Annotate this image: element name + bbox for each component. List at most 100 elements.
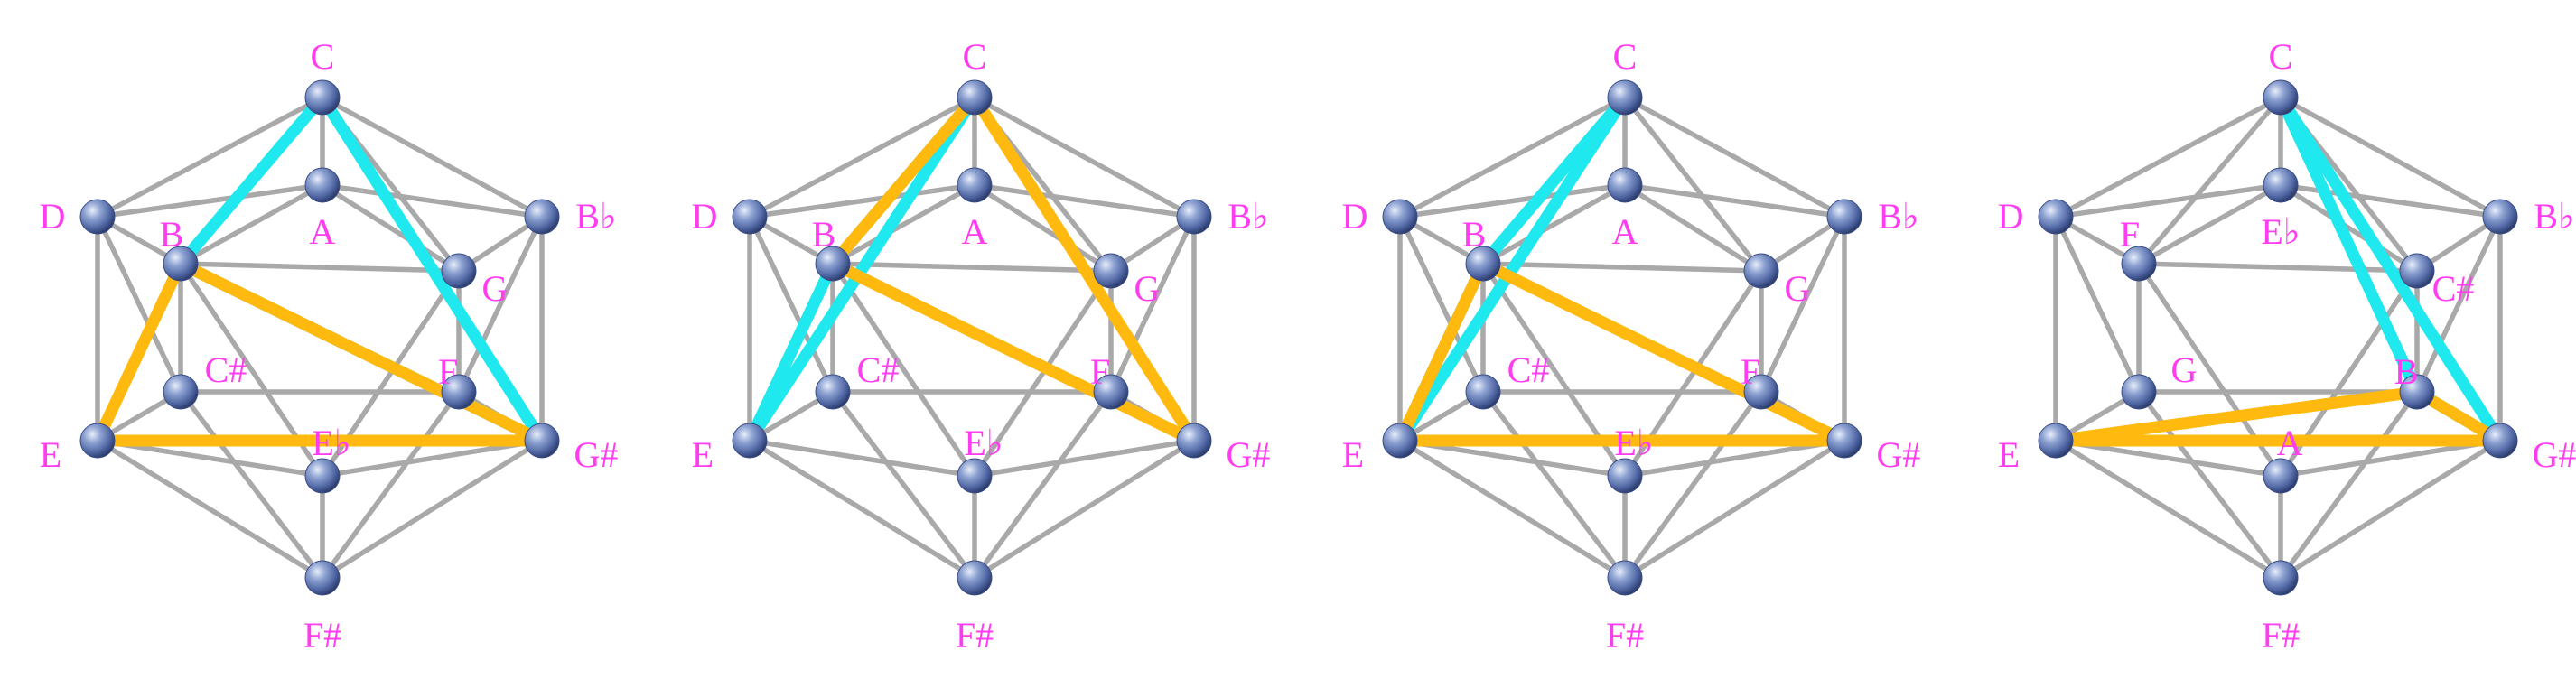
orange-triangle-edge (968, 91, 1200, 447)
pitch-node (2399, 374, 2435, 410)
graph-edge (1397, 214, 1486, 395)
graph-edge (178, 182, 325, 266)
note-label: D (692, 196, 718, 237)
note-label: A (310, 211, 336, 252)
cyan-triangle-edge (2274, 91, 2423, 398)
orange-triangle-edge (1394, 257, 1489, 447)
pitch-node (2263, 167, 2299, 203)
graph-edge (747, 438, 977, 581)
graph-edge (320, 438, 545, 581)
graph-edge (972, 438, 1197, 479)
pitch-node (1465, 374, 1501, 410)
note-label: G# (1877, 434, 1921, 475)
graph-edge (1622, 389, 1764, 581)
pitch-node (524, 199, 560, 235)
graph-edge (2053, 182, 2283, 219)
pitch-node (732, 423, 768, 459)
graph-edge (747, 438, 977, 479)
pitch-node (732, 199, 768, 235)
graph-edge (972, 389, 1114, 581)
graph-edge (178, 261, 462, 274)
graph-edge (830, 389, 977, 581)
note-label: B (1462, 214, 1487, 255)
pitch-node (2263, 560, 2299, 596)
note-label: G (1134, 268, 1161, 309)
pitch-node (163, 374, 199, 410)
graph-edge (2053, 95, 2283, 219)
note-label: D (1342, 196, 1368, 237)
cyan-triangle-edge (174, 91, 329, 270)
pitch-node (957, 560, 993, 596)
orange-triangle-edge (91, 257, 187, 447)
note-label: G (2171, 349, 2198, 390)
graph-edge (2278, 182, 2420, 274)
note-label: E (40, 434, 61, 475)
graph-edge (830, 182, 977, 266)
graph-edge (2136, 261, 2420, 274)
note-label: B (160, 214, 184, 255)
note-label: G (482, 268, 509, 309)
note-label: F# (2262, 615, 2300, 656)
graph-edge (456, 214, 545, 395)
pitch-node (2482, 199, 2518, 235)
pitch-node (524, 423, 560, 459)
note-label: E♭ (312, 423, 350, 463)
graph-edge (972, 182, 1197, 219)
pitch-node (304, 458, 341, 494)
pitch-node (2038, 423, 2074, 459)
graph-edge (1622, 95, 1847, 219)
pitch-node (1826, 423, 1862, 459)
graph-edge (1397, 182, 1628, 219)
pitch-node (1465, 246, 1501, 282)
note-label: C# (205, 349, 247, 390)
graph-edge (1622, 182, 1764, 274)
pitch-node (2038, 199, 2074, 235)
pitch-node (2263, 458, 2299, 494)
note-label: E (1998, 434, 2020, 475)
pitch-node (1093, 253, 1129, 289)
graph-edge (747, 182, 977, 219)
graph-edge (2414, 214, 2503, 395)
orange-triangle-edge (1477, 257, 1851, 447)
graph-edge (1622, 95, 1764, 274)
note-label: C (311, 36, 335, 77)
graph-edge (2278, 438, 2503, 581)
pitch-node (2399, 253, 2435, 289)
pitch-node (441, 374, 477, 410)
graph-edge (320, 182, 462, 274)
pitch-node (1093, 374, 1129, 410)
graph-edge (1622, 438, 1847, 581)
cyan-triangle-edge (743, 257, 839, 447)
note-label: B (2394, 351, 2419, 392)
note-label: C# (857, 349, 900, 390)
pitch-node (1382, 423, 1418, 459)
note-label: G# (574, 434, 619, 475)
graph-edge (1108, 214, 1197, 395)
graph-edge (1480, 182, 1628, 266)
pitch-node (815, 246, 851, 282)
pitch-node (957, 167, 993, 203)
graph-edge (2053, 438, 2283, 581)
note-label: C (2269, 36, 2293, 77)
pitch-node (815, 374, 851, 410)
graph-edge (2053, 214, 2142, 395)
note-label: A (1612, 211, 1638, 252)
orange-triangle (1394, 257, 1851, 447)
graph-edge (2278, 389, 2420, 581)
note-label: D (1998, 196, 2024, 237)
pitch-node (1743, 374, 1779, 410)
pitch-node (441, 253, 477, 289)
orange-triangle (91, 257, 548, 447)
pitch-node (2121, 246, 2157, 282)
note-label: F# (956, 615, 994, 656)
pitch-node (79, 423, 116, 459)
note-label: E (692, 434, 714, 475)
graph-edge (2136, 95, 2283, 266)
orange-triangle (826, 91, 1200, 447)
note-label: C (1613, 36, 1638, 77)
pitch-node (2121, 374, 2157, 410)
